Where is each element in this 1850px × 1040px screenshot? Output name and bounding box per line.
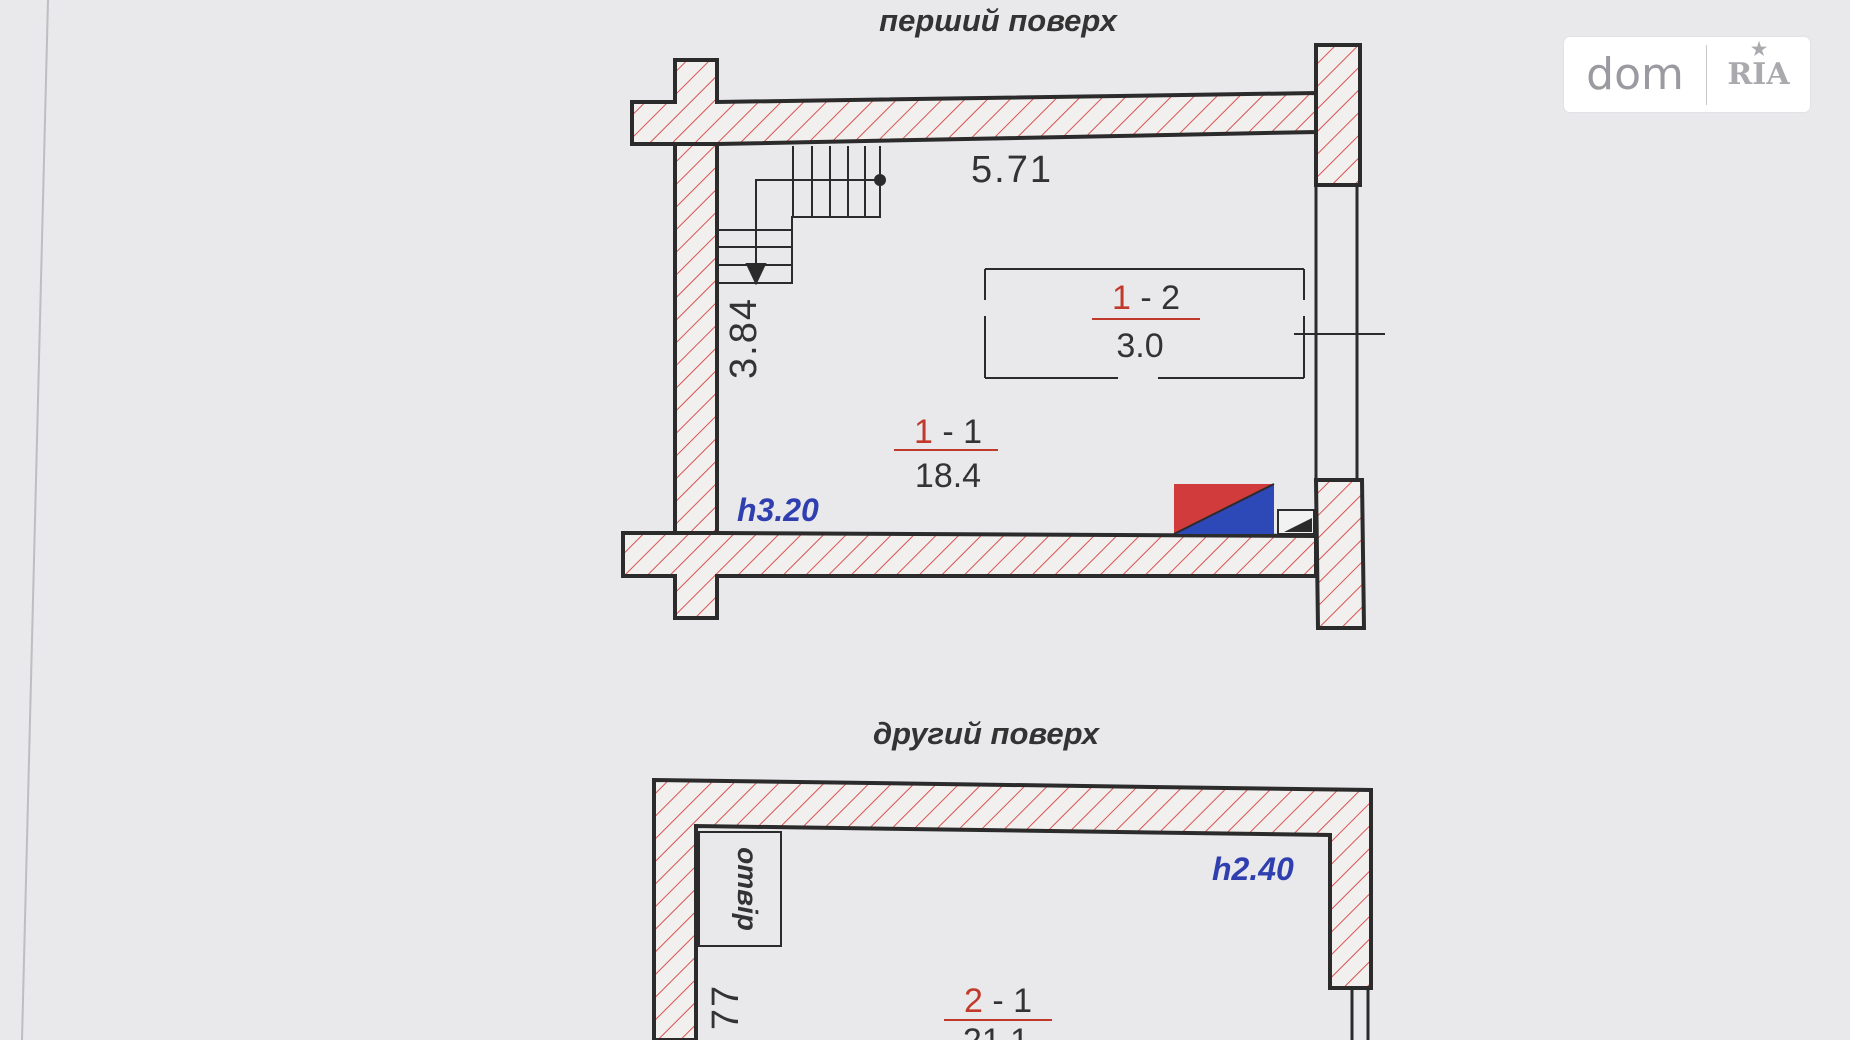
floor2-dim-side: 77 <box>705 984 747 1030</box>
logo-divider <box>1706 44 1707 105</box>
electrical-panel <box>1173 483 1275 535</box>
room-1-1-number: 1 - 1 <box>914 413 982 451</box>
logo-ria-text: ★ RIA <box>1707 39 1810 92</box>
logo-ria-label: RIA <box>1727 57 1790 92</box>
room-1-2-area: 3.0 <box>1116 327 1163 365</box>
floor2-opening: отвір <box>698 831 782 947</box>
floor1-dim-side: 3.84 <box>723 297 765 379</box>
floor1-walls <box>621 43 1367 630</box>
room-2-1-area: 21.1 <box>963 1022 1029 1040</box>
floor2-height: h2.40 <box>1212 851 1294 887</box>
room-1-2-number: 1 - 2 <box>1112 279 1180 317</box>
floor2-window <box>1350 988 1370 1040</box>
page-edge <box>21 0 49 1040</box>
floor2-title: другий поверх <box>873 716 1101 751</box>
opening-label: отвір <box>732 847 763 931</box>
floor1-height: h3.20 <box>737 492 819 528</box>
room-1-1-area: 18.4 <box>915 457 981 495</box>
meter-box <box>1277 509 1315 535</box>
domria-logo: dom ★ RIA <box>1564 37 1810 112</box>
floor1-dim-top: 5.71 <box>971 149 1053 191</box>
floor1-title: перший поверх <box>879 3 1118 38</box>
room-1-2-outline <box>984 268 1385 379</box>
floor2-walls <box>652 777 1373 1040</box>
logo-dom-text: dom <box>1586 49 1684 100</box>
star-icon: ★ <box>1751 39 1768 60</box>
floor1-staircase <box>718 146 886 286</box>
floor1-window <box>1314 185 1359 480</box>
room-2-1-number: 2 - 1 <box>964 982 1032 1020</box>
